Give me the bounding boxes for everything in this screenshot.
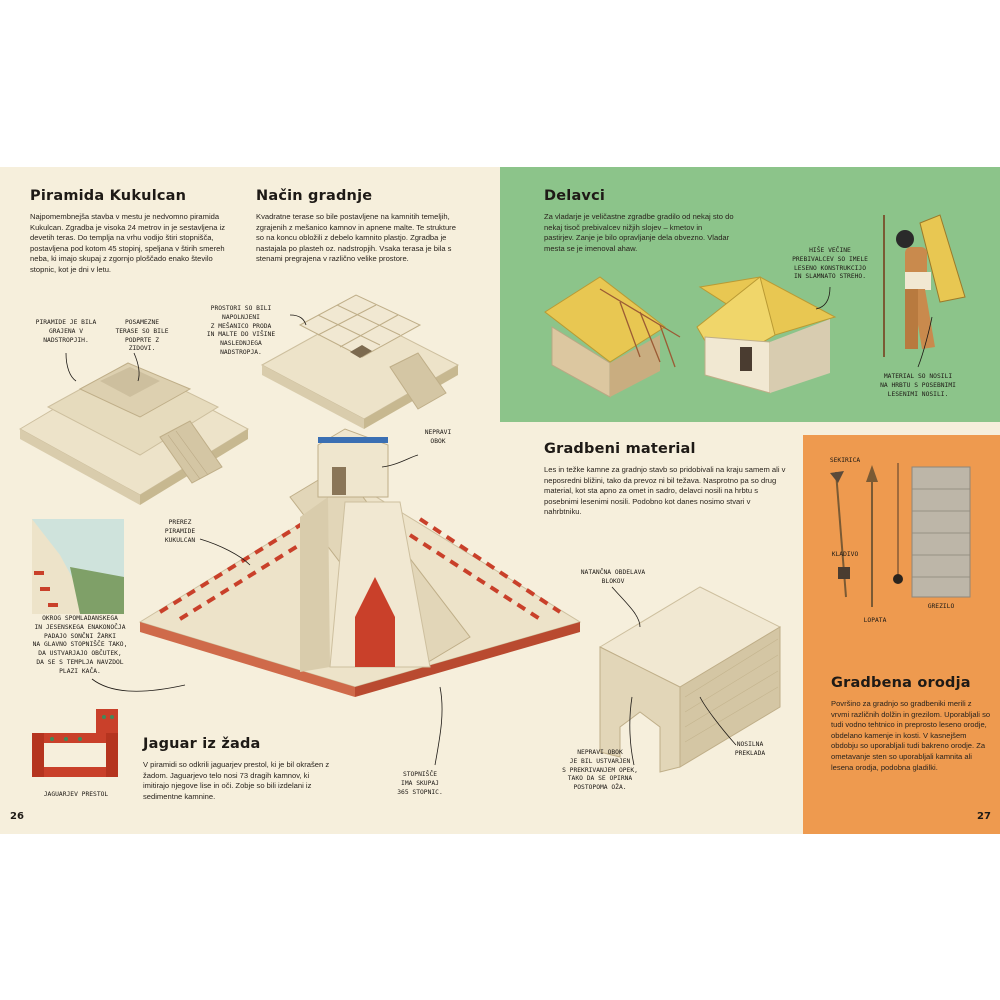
- kukulcan-text: Najpomembnejša stavba v mestu je nedvomn…: [30, 212, 226, 274]
- kukulcan-title: Piramida Kukulcan: [30, 188, 187, 204]
- jaguar-throne-illustration: [32, 709, 118, 777]
- label-preklada: Nosilna preklada: [734, 741, 766, 757]
- pyramid-grid-illustration: [260, 294, 460, 429]
- pyramid-layers-illustration: [18, 362, 250, 505]
- label-kladivo: Kladivo: [831, 551, 859, 558]
- label-prostori: Prostori so bili napolnjeni z mešanico p…: [206, 305, 276, 356]
- serpent-shadow-inset: [32, 519, 124, 614]
- label-sekirica: Sekirica: [829, 457, 861, 464]
- material-text: Les in težke kamne za gradnjo stavb so p…: [544, 465, 786, 517]
- book-spread: Piramida Kukulcan Najpomembnejša stavba …: [0, 167, 1000, 834]
- label-nosili: Material so nosili na hrbtu s posebnimi …: [880, 373, 956, 398]
- label-kaca: Okrog spomladanskega in jesenskega enako…: [32, 615, 128, 675]
- label-prerez: Prerez piramide Kukulcan: [164, 519, 196, 544]
- label-hise: Hiše večine prebivalcev so imele leseno …: [792, 247, 868, 281]
- label-terase: Posamezne terase so bile podprte z zidov…: [115, 319, 169, 353]
- label-nadstropja: Piramide je bila grajena v nadstropjih.: [35, 319, 97, 344]
- houses-illustration: [544, 276, 837, 398]
- jaguar-title: Jaguar iz žada: [143, 736, 261, 752]
- label-lopata: Lopata: [863, 617, 887, 624]
- label-prestol: Jaguarjev prestol: [43, 791, 109, 798]
- label-opeke: Nepravi obok je bil ustvarjen s prekriva…: [562, 749, 638, 792]
- page-number-right: 27: [977, 811, 991, 822]
- label-grezilo: Grezilo: [927, 603, 955, 610]
- orodja-title: Gradbena orodja: [831, 675, 971, 691]
- callout-lines: [65, 286, 933, 766]
- worker-illustration: [883, 214, 966, 357]
- label-obok: Nepravi obok: [424, 429, 452, 445]
- nacin-title: Način gradnje: [256, 188, 373, 204]
- material-title: Gradbeni material: [544, 441, 696, 457]
- label-bloki: Natančna obdelava blokov: [580, 569, 646, 585]
- nacin-text: Kvadratne terase so bile postavljene na …: [256, 212, 456, 264]
- delavci-text: Za vladarje je veličastne zgradbe gradil…: [544, 212, 734, 253]
- delavci-title: Delavci: [544, 188, 606, 204]
- orodja-text: Površino za gradnjo so gradbeniki merili…: [831, 699, 991, 772]
- jaguar-text: V piramidi so odkrili jaguarjev prestol,…: [143, 760, 330, 801]
- label-stopnisce: Stopnišče ima skupaj 365 stopnic.: [397, 771, 443, 796]
- kukulcan-pyramid-illustration: [138, 428, 582, 697]
- corbel-arch-illustration: [598, 586, 782, 773]
- illustrations: [18, 214, 971, 777]
- tools-illustration: [830, 463, 971, 607]
- page-number-left: 26: [10, 811, 24, 822]
